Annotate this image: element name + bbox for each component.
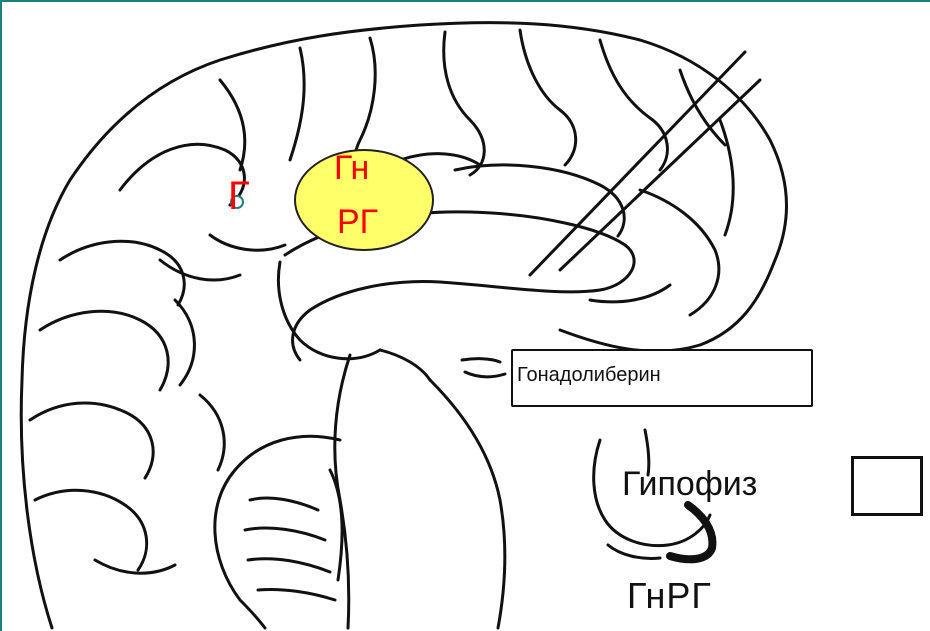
- oval-label-line1: Гн: [334, 149, 369, 188]
- callout-label: Гонадолиберин: [517, 364, 661, 387]
- cerebellum: [215, 436, 340, 628]
- brain-outline: [21, 23, 786, 628]
- partial-label: Г: [228, 174, 250, 219]
- empty-box: [851, 456, 923, 516]
- oval-label-line2: РГ: [337, 203, 378, 242]
- pituitary-label: Гипофиз: [622, 465, 757, 504]
- gnrg-bottom-label: ГнРГ: [627, 575, 712, 617]
